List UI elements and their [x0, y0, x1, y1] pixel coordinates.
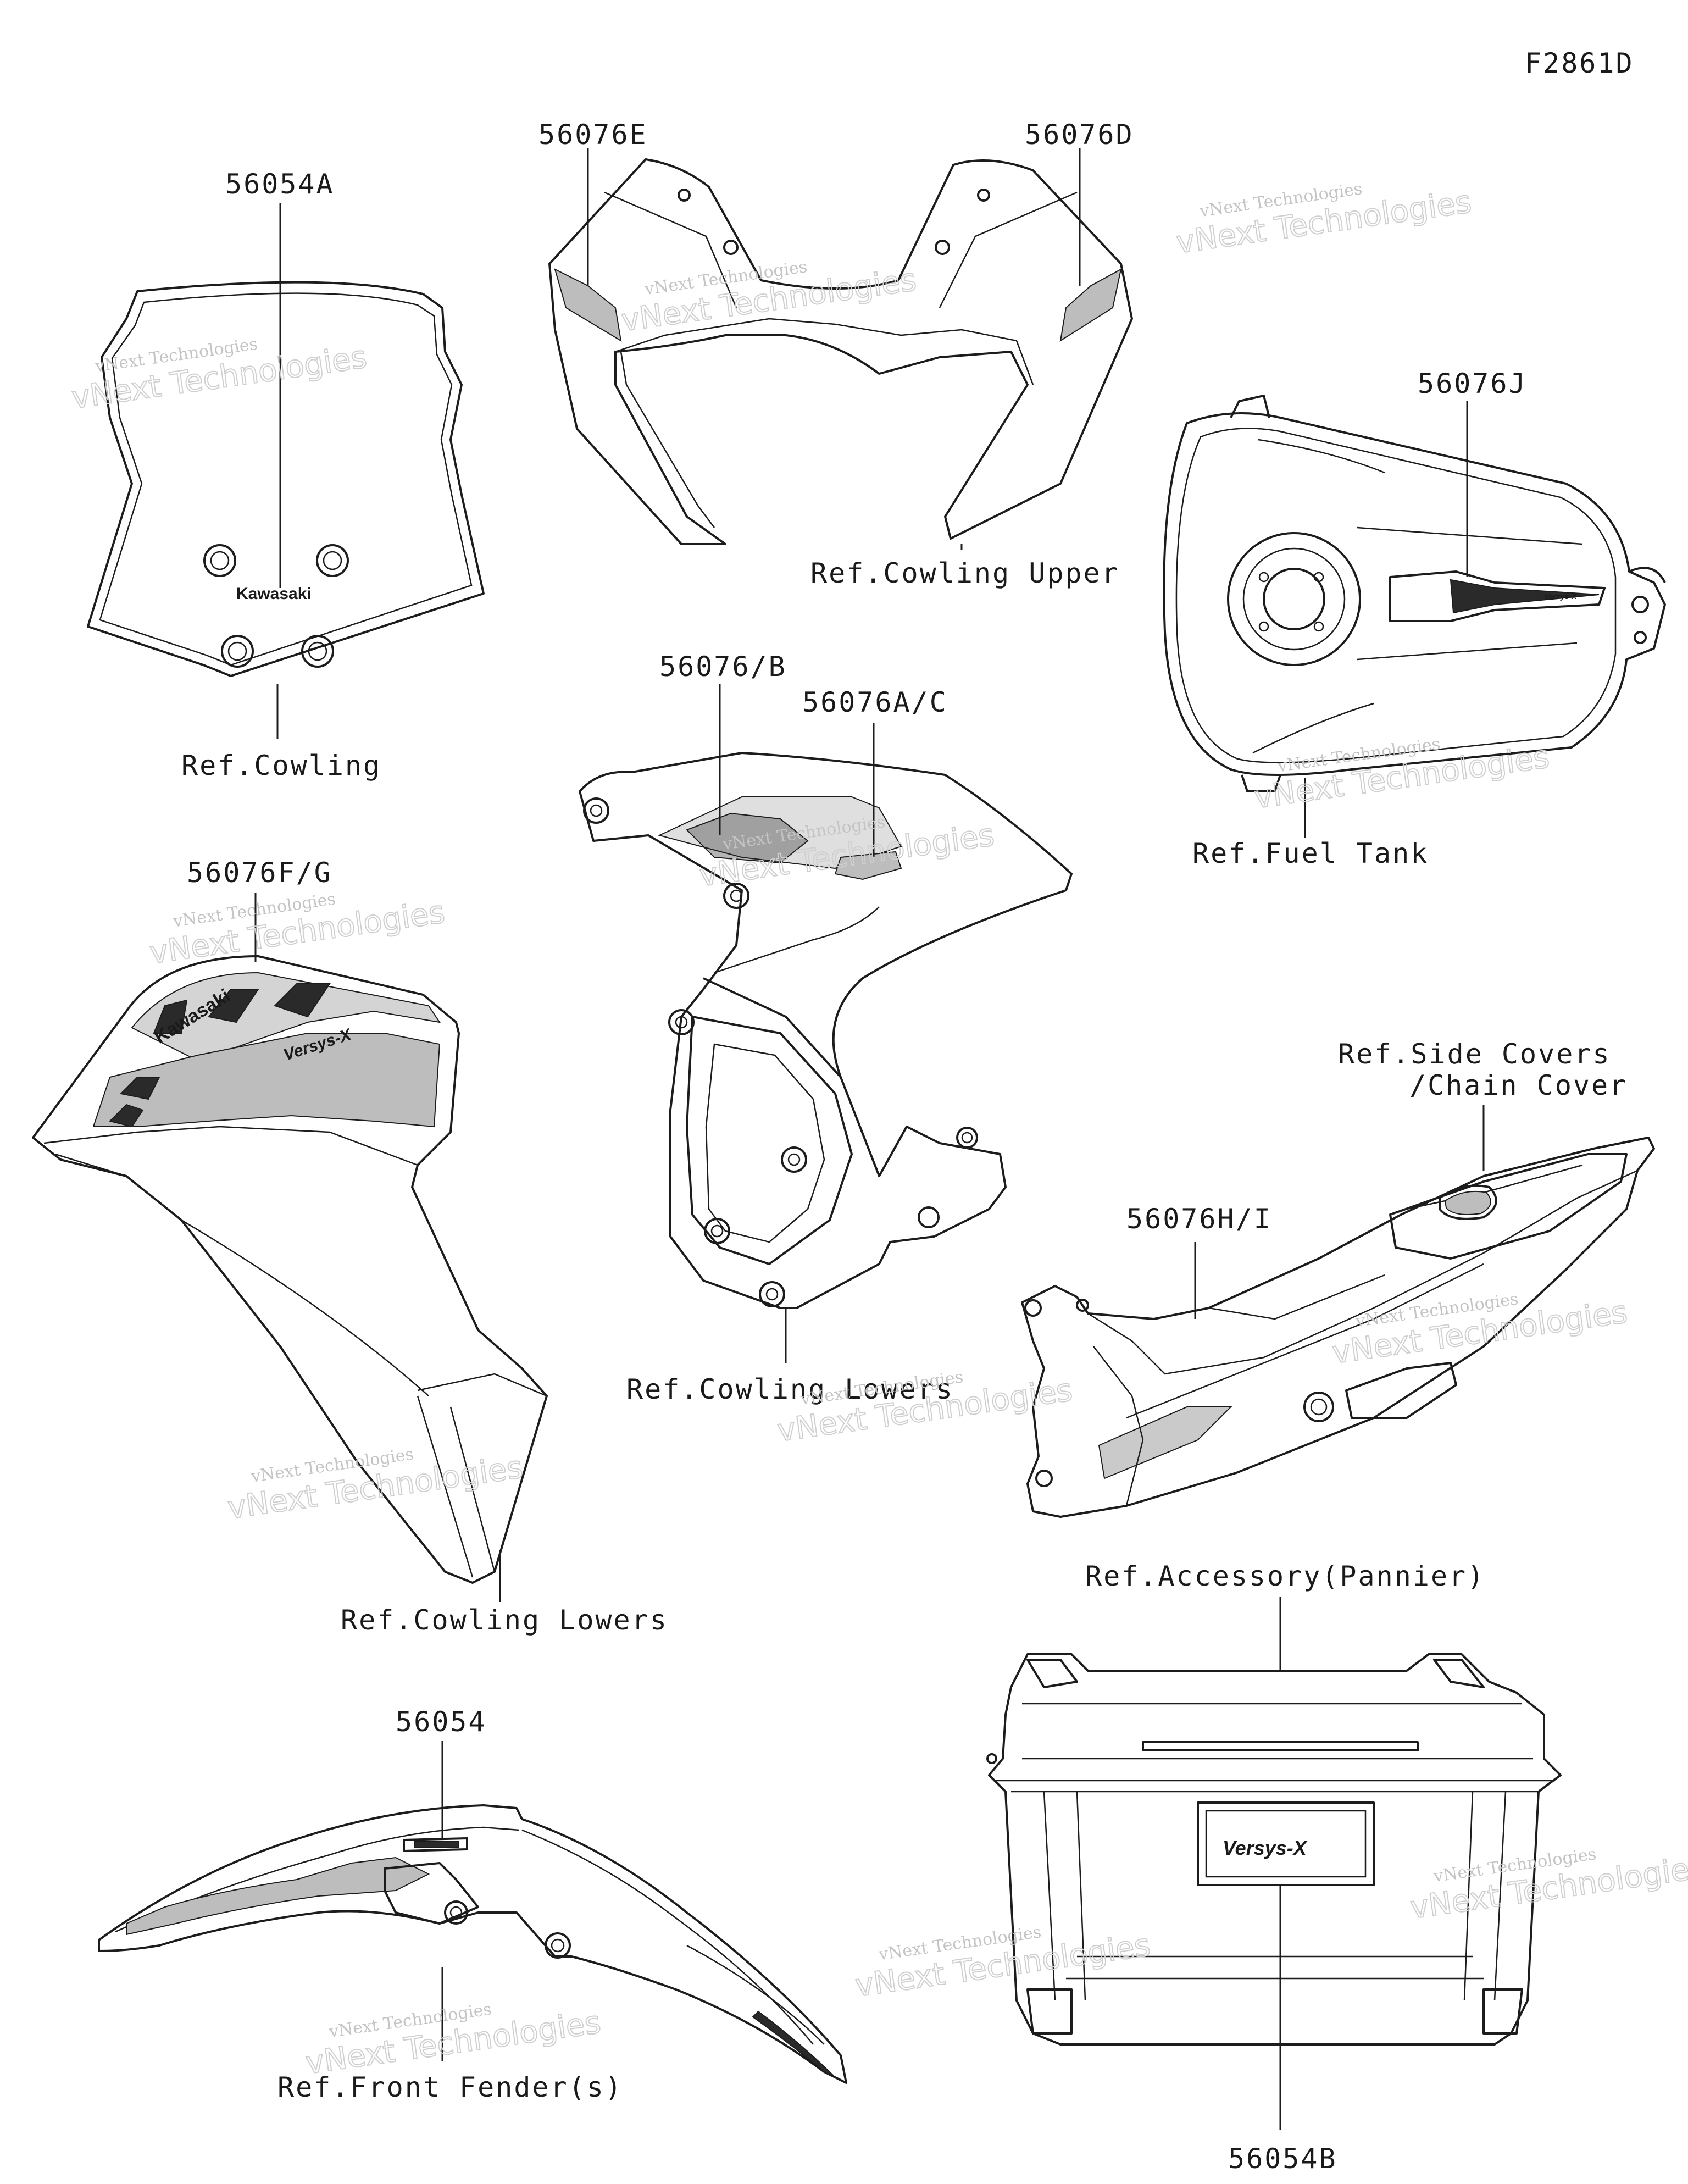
pannier-model-emblem: Versys-X [1223, 1837, 1308, 1859]
label-56076E: 56076E [538, 119, 648, 151]
cowling-lower: Kawasaki Versys-X [32, 893, 548, 1602]
windshield-mount-holes [203, 544, 349, 668]
label-chain-cover: /Chain Cover [1409, 1069, 1628, 1101]
label-56076-B: 56076/B [659, 651, 787, 683]
label-ref-fuel-tank: Ref.Fuel Tank [1192, 838, 1429, 869]
label-56076A-C: 56076A/C [802, 686, 948, 718]
label-ref-cowling-upper: Ref.Cowling Upper [810, 557, 1120, 589]
label-56076F-G: 56076F/G [187, 857, 332, 889]
cowling-upper [548, 148, 1133, 550]
fuel-tank: Versys-X [1163, 395, 1666, 838]
label-56076H-I: 56076H/I [1126, 1203, 1272, 1235]
windshield-brand-emblem: Kawasaki [236, 585, 312, 603]
label-ref-side-covers: Ref.Side Covers [1338, 1038, 1611, 1070]
label-ref-accessory-pannier: Ref.Accessory(Pannier) [1085, 1560, 1485, 1592]
label-ref-front-fender: Ref.Front Fender(s) [277, 2071, 623, 2103]
windshield: Kawasaki [87, 203, 485, 739]
figure-code: F2861D [1525, 47, 1634, 79]
label-56076J: 56076J [1418, 368, 1527, 400]
front-fender [98, 1741, 847, 2084]
tank-model-emblem: Versys-X [1544, 592, 1578, 601]
label-ref-cowling-lowers-left: Ref.Cowling Lowers [341, 1604, 668, 1636]
label-ref-cowling: Ref.Cowling [181, 750, 381, 781]
pannier: Versys-X [986, 1597, 1562, 2130]
label-56054A: 56054A [225, 168, 335, 200]
label-56076D: 56076D [1025, 119, 1134, 151]
side-cover [1021, 1105, 1655, 1518]
cowling-shroud [579, 684, 1073, 1363]
label-56054: 56054 [396, 1706, 487, 1738]
label-ref-cowling-lowers-center: Ref.Cowling Lowers [626, 1373, 954, 1405]
label-56054B: 56054B [1228, 2143, 1337, 2175]
